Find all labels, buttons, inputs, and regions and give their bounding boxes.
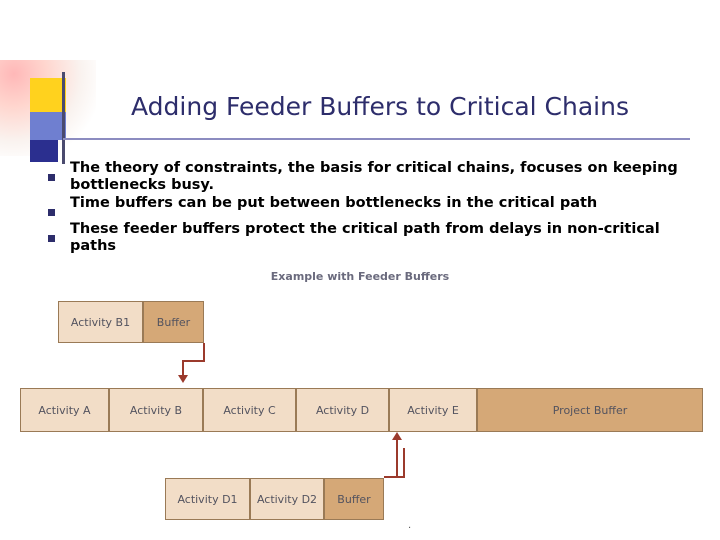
bullet-text: The theory of constraints, the basis for… <box>70 160 678 193</box>
bullet-list: The theory of constraints, the basis for… <box>48 160 688 256</box>
diagram-footnote: . <box>408 520 412 531</box>
list-item: These feeder buffers protect the critica… <box>48 221 688 255</box>
slide-title: Adding Feeder Buffers to Critical Chains <box>131 92 629 121</box>
diagram-box-activity-d1: Activity D1 <box>165 478 250 520</box>
diagram-box-project-buffer: Project Buffer <box>477 388 703 432</box>
diagram-box-activity-b: Activity B <box>109 388 203 432</box>
list-item: Time buffers can be put between bottlene… <box>48 195 688 220</box>
diagram-box-activity-d2: Activity D2 <box>250 478 324 520</box>
bullet-text: Time buffers can be put between bottlene… <box>70 195 598 211</box>
diagram-box-activity-b1: Activity B1 <box>58 301 143 343</box>
diagram-box-bottom-buffer: Buffer <box>324 478 384 520</box>
bullet-square-icon <box>48 195 70 220</box>
decorative-navy-square <box>30 140 58 162</box>
connector-top-horizontal <box>182 360 205 362</box>
diagram-caption: Example with Feeder Buffers <box>270 270 450 283</box>
feeder-buffer-diagram: Example with Feeder Buffers Activity B1 … <box>0 262 720 540</box>
decorative-vertical-rule <box>62 72 65 164</box>
bullet-text: These feeder buffers protect the critica… <box>70 221 660 254</box>
arrowhead-down-icon <box>178 375 188 383</box>
arrowhead-up-icon <box>392 432 402 440</box>
diagram-box-top-buffer: Buffer <box>143 301 204 343</box>
connector-bottom-vertical <box>403 448 405 478</box>
diagram-box-activity-d: Activity D <box>296 388 389 432</box>
connector-top-down <box>182 360 184 376</box>
connector-bottom-horizontal <box>384 476 405 478</box>
decorative-blue-square <box>30 112 66 140</box>
bullet-square-icon <box>48 160 70 185</box>
decorative-corner-graphic <box>0 60 110 170</box>
diagram-box-activity-a: Activity A <box>20 388 109 432</box>
connector-bottom-up <box>396 440 398 478</box>
list-item: The theory of constraints, the basis for… <box>48 160 688 194</box>
bullet-square-icon <box>48 221 70 246</box>
diagram-box-activity-c: Activity C <box>203 388 296 432</box>
title-divider <box>63 138 690 140</box>
decorative-yellow-square <box>30 78 66 112</box>
diagram-box-activity-e: Activity E <box>389 388 477 432</box>
connector-top-vertical <box>203 343 205 361</box>
